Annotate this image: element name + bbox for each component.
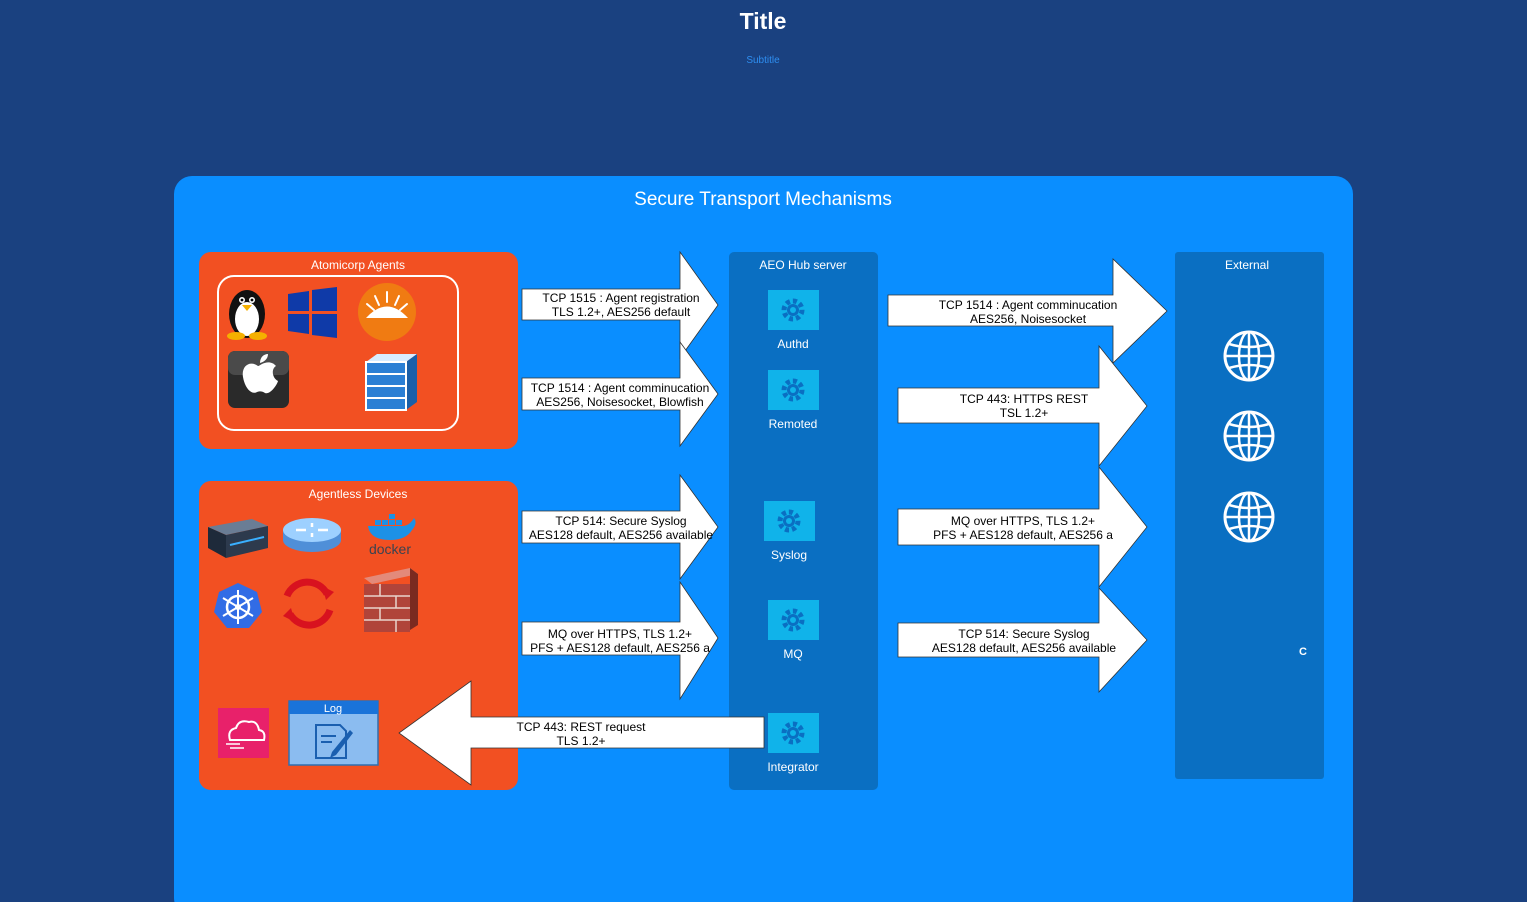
arrow-label-line: AES128 default, AES256 available (932, 641, 1116, 655)
authd-service: Authd (768, 290, 819, 351)
arrow-label-line: TLS 1.2+, AES256 default (552, 305, 691, 319)
diagram-title: Secure Transport Mechanisms (634, 189, 892, 210)
gear-icon (781, 298, 805, 322)
remoted-label: Remoted (769, 417, 818, 431)
arrow-label-line: TCP 443: HTTPS REST (960, 392, 1089, 406)
mq-service: MQ (768, 600, 819, 661)
authd-label: Authd (777, 337, 808, 351)
arrow-label-line: TCP 514: Secure Syslog (555, 514, 686, 528)
globe-icon (1223, 491, 1275, 543)
arrow-label-line: TCP 1515 : Agent registration (542, 291, 699, 305)
hub-server-label: AEO Hub server (759, 258, 846, 272)
arrow-agent-registration: TCP 1515 : Agent registration TLS 1.2+, … (521, 250, 719, 360)
docker-wordmark: docker (369, 541, 411, 557)
arrow-external-secure-syslog: TCP 514: Secure Syslog AES128 default, A… (897, 586, 1148, 694)
arrow-label-line: PFS + AES128 default, AES256 a (933, 528, 1113, 542)
gear-icon (781, 378, 805, 402)
arrow-label-line: TCP 1514 : Agent comminucation (531, 381, 710, 395)
arrow-label-line: TLS 1.2+ (556, 734, 605, 748)
arrow-external-mq-https: MQ over HTTPS, TLS 1.2+ PFS + AES128 def… (897, 465, 1148, 589)
arrow-external-agent-communication: TCP 1514 : Agent comminucation AES256, N… (887, 258, 1168, 364)
apple-icon (228, 351, 289, 408)
router-icon (283, 518, 341, 552)
remoted-service: Remoted (768, 370, 819, 431)
gear-icon (777, 509, 801, 533)
agents-group (199, 252, 518, 449)
cloud-service-icon (218, 708, 269, 758)
arrow-agent-communication: TCP 1514 : Agent comminucation AES256, N… (521, 340, 719, 448)
globe-icon (1223, 410, 1275, 462)
arrow-external-https-rest: TCP 443: HTTPS REST TSL 1.2+ (897, 344, 1148, 468)
arrow-label-line: AES256, Noisesocket (970, 312, 1087, 326)
gear-icon (781, 608, 805, 632)
network-appliance-icon (208, 519, 268, 558)
solaris-icon (358, 283, 416, 341)
arrow-rest-request: TCP 443: REST request TLS 1.2+ (398, 680, 765, 786)
syslog-service: Syslog (764, 501, 815, 562)
gear-icon (781, 721, 805, 745)
agents-icon-frame (217, 275, 459, 431)
arrow-label-line: TCP 1514 : Agent comminucation (939, 298, 1118, 312)
openshift-icon (283, 578, 334, 629)
arrow-label-line: AES128 default, AES256 available (529, 528, 713, 542)
arrow-label-line: MQ over HTTPS, TLS 1.2+ (548, 627, 692, 641)
log-file-icon: Log (288, 700, 379, 766)
server-rack-icon (365, 354, 417, 411)
arrow-label-line: PFS + AES128 default, AES256 a (530, 641, 710, 655)
arrow-label-line: AES256, Noisesocket, Blowfish (536, 395, 703, 409)
windows-icon (288, 287, 337, 338)
globe-icon (1223, 330, 1275, 382)
syslog-label: Syslog (771, 548, 807, 562)
linux-tux-icon (227, 290, 267, 340)
page-subtitle: Subtitle (746, 55, 780, 66)
arrow-mq-https: MQ over HTTPS, TLS 1.2+ PFS + AES128 def… (521, 580, 719, 701)
external-marker: C (1299, 646, 1307, 658)
arrow-secure-syslog: TCP 514: Secure Syslog AES128 default, A… (521, 473, 719, 581)
mq-label: MQ (783, 647, 802, 661)
docker-icon: docker (368, 514, 416, 557)
agents-group-label: Atomicorp Agents (311, 258, 405, 272)
arrow-label-line: TCP 514: Secure Syslog (958, 627, 1089, 641)
page-title: Title (740, 8, 787, 34)
integrator-label: Integrator (767, 760, 818, 774)
agentless-group-label: Agentless Devices (309, 487, 408, 501)
log-label: Log (324, 703, 342, 715)
kubernetes-icon (214, 583, 262, 628)
firewall-icon (364, 568, 418, 632)
external-label: External (1225, 258, 1269, 272)
integrator-service: Integrator (767, 713, 819, 774)
arrow-label-line: TCP 443: REST request (517, 720, 647, 734)
arrow-label-line: TSL 1.2+ (1000, 406, 1049, 420)
arrow-label-line: MQ over HTTPS, TLS 1.2+ (951, 514, 1095, 528)
